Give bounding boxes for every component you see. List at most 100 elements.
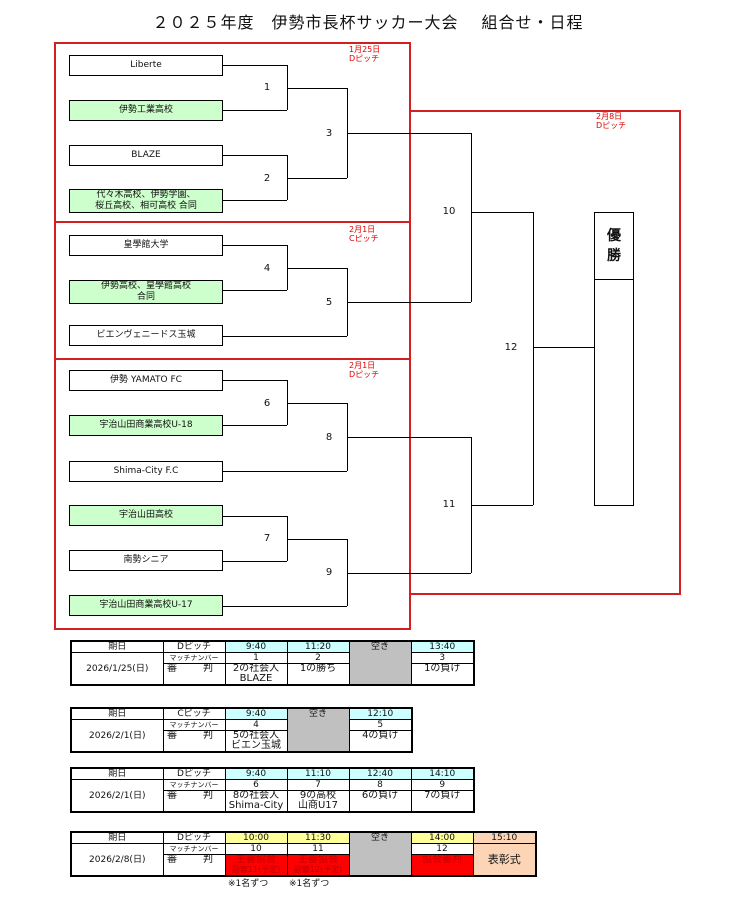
referee-cell: 1の負け [410,663,475,686]
team-name: 宇治山田商業高校U-18 [99,420,193,430]
header-pitch: Dピッチ [162,640,226,653]
match-number-label: マッチナンバー [162,719,226,731]
team-name: BLAZE [131,150,161,160]
bracket-line [533,347,594,348]
referee-label: 審 判 [162,730,226,753]
team-name: 伊勢 YAMATO FC [110,375,182,385]
bracket-line [223,606,347,607]
referee-text: 主審協会 [298,854,338,865]
team-slot: 南勢シニア [69,550,223,571]
header-time: 11:30 [286,831,350,844]
bracket-line [223,336,347,337]
team-slot: 伊勢 YAMATO FC [69,370,223,391]
bracket-line [347,302,471,303]
bracket-line [471,133,472,302]
header-time: 14:10 [410,767,475,780]
bracket-line [223,425,287,426]
match-number-label: マッチナンバー [162,779,226,791]
referee-text: 5の社会人 [232,730,280,741]
bracket-line [223,200,287,201]
bracket-line [287,403,347,404]
referee-text: 協会審判 [422,854,462,865]
match-number-label: マッチナンバー [162,843,226,855]
referee-cell: 9の高校山商U17 [286,790,350,813]
schedule-table-1: 期日 Dピッチ 9:40 11:20 空き 13:40 2026/1/25(日)… [70,640,475,686]
final-box-top [409,110,681,112]
bracket-line [287,155,288,200]
team-slot: 皇學館大学 [69,235,223,256]
referee-text: 1の負け [424,663,461,674]
referee-text: 9の高校 [299,790,337,801]
match-number: 3 [325,128,333,139]
match-number: 5 [348,719,413,731]
ceremony-cell: 表彰式 [472,843,537,877]
bracket-line [223,245,287,246]
team-name: 皇學館大学 [123,240,169,250]
bracket-line [223,65,287,66]
match-date: 2026/2/1(日) [70,719,164,753]
empty-label: 空き [308,709,327,719]
referee-cell: 6の負け [348,790,412,813]
empty-label: 空き [370,833,389,843]
schedule-table-2: 期日 Cピッチ 9:40 空き 12:10 2026/2/1(日) マッチナンバ… [70,707,413,753]
team-slot: 伊勢工業高校 [69,100,223,121]
header-time: 12:40 [348,767,412,780]
group-box-3 [54,358,411,630]
empty-slot: 空き [286,707,350,753]
header-pitch: Dピッチ [162,831,226,844]
match-number: 11 [286,843,350,855]
bracket-line [287,539,347,540]
champion-box: 優 勝 [594,212,634,506]
match-date: 2026/2/1(日) [70,779,164,813]
match-number: 8 [348,779,412,791]
pitch-label-4: 2月8日 Dピッチ [596,112,626,130]
team-slot: BLAZE [69,145,223,166]
match-number: 4 [263,263,271,274]
bracket-line [287,516,288,561]
bracket-line [347,133,471,134]
bracket-line [347,539,348,606]
match-number: 8 [325,432,333,443]
schedule-table-4: 期日 Dピッチ 10:00 11:30 空き 14:00 15:10 2026/… [70,831,537,877]
final-box-right [679,110,681,594]
final-box-left [409,110,410,630]
bracket-line [223,155,287,156]
referee-text: 8の社会人 [232,790,280,801]
referee-cell: 主審協会副審12(予定) [286,854,350,877]
match-date: 2026/1/25(日) [70,652,164,686]
pitch-name: Dピッチ [596,121,627,130]
referee-cell: 5の社会人ビエン玉城 [224,730,288,753]
referee-text: 7の負け [424,790,461,801]
team-name: ビエンヴェニードス玉城 [96,330,196,340]
referee-label: 審 判 [162,790,226,813]
header-time: 11:20 [286,640,350,653]
header-date: 期日 [70,767,164,780]
match-number: 9 [410,779,475,791]
note: ※1名ずつ [228,879,269,889]
team-name-line2: 合同 [136,292,155,302]
referee-cell: 主審協会副審11(予定) [224,854,288,877]
bracket-line [223,110,287,111]
referee-label: 審 判 [162,854,226,877]
team-name: 宇治山田商業高校U-17 [99,600,193,610]
match-number: 10 [442,206,456,217]
champion-label: 優 勝 [595,213,633,280]
match-number: 2 [286,652,350,664]
referee-cell: 4の負け [348,730,413,753]
header-date: 期日 [70,707,164,720]
bracket-line [287,245,288,290]
header-time: 15:10 [472,831,537,844]
header-time: 11:10 [286,767,350,780]
referee-text: 2の社会人 [232,663,280,674]
champion-char: 勝 [607,248,621,264]
bracket-line [347,437,471,438]
header-time: 13:40 [410,640,475,653]
bracket-line [223,516,287,517]
bracket-line [471,505,533,506]
match-number: 10 [224,843,288,855]
bracket-line [223,380,287,381]
referee-text: 1の勝ち [299,663,337,674]
match-number: 9 [325,567,333,578]
bracket-line [223,471,347,472]
